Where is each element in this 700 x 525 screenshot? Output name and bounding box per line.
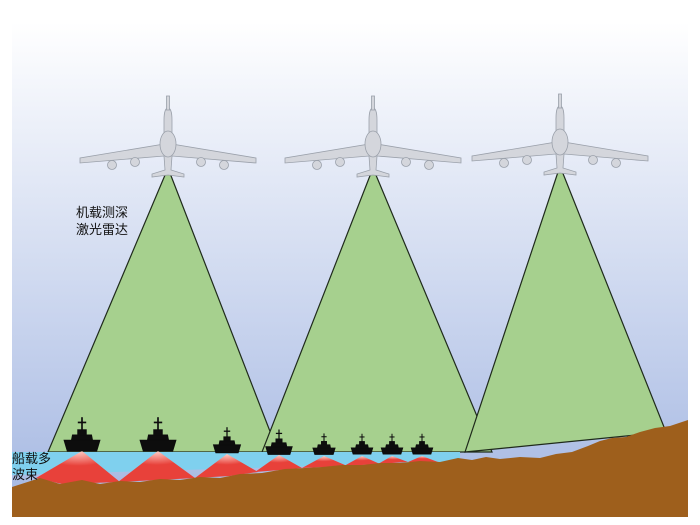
sonar-swath-1 bbox=[36, 451, 120, 484]
sonar-swath-7 bbox=[378, 456, 408, 464]
airborne-lidar-label-line-1: 机载测深 bbox=[76, 206, 129, 221]
multibeam-swath-group bbox=[36, 451, 438, 484]
airborne-lidar-label-line-2: 激光雷达 bbox=[76, 223, 129, 238]
shipborne-multibeam-label-line-2: 波束 bbox=[12, 468, 39, 483]
sonar-swath-6 bbox=[344, 456, 380, 466]
sonar-swath-8 bbox=[408, 456, 438, 462]
sonar-swath-5 bbox=[302, 456, 345, 468]
airborne-lidar-label: 机载测深 激光雷达 bbox=[76, 205, 128, 239]
sonar-swath-3 bbox=[195, 454, 258, 478]
shipborne-multibeam-label-line-1: 船载多 bbox=[12, 452, 52, 467]
sonar-swath-4 bbox=[255, 455, 302, 472]
seabed-terrain bbox=[12, 420, 688, 517]
sonar-swath-2 bbox=[118, 451, 195, 482]
lidar-beam-group bbox=[47, 164, 667, 453]
lidar-beam-cone-3 bbox=[464, 164, 667, 453]
shipborne-multibeam-label: 船载多 波束 bbox=[12, 452, 51, 484]
